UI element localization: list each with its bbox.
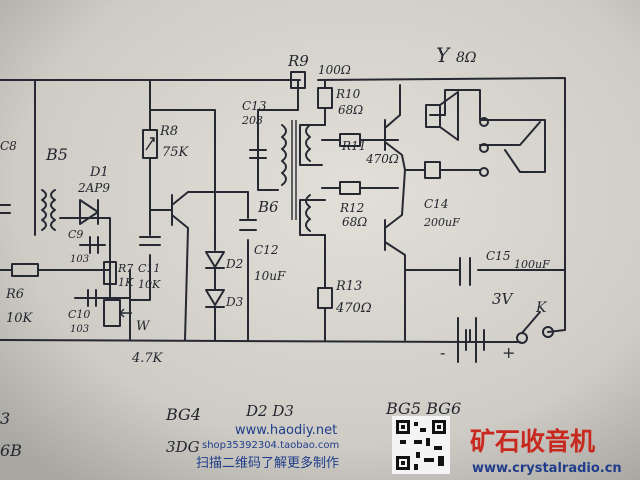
label-r10-value: 68Ω <box>338 103 363 117</box>
label-d1-value: 2AP9 <box>77 181 110 195</box>
resistor-r7 <box>103 261 117 285</box>
jack-contact <box>479 117 489 127</box>
label-c11-value: 10K <box>138 278 161 291</box>
label-c8: C8 <box>0 139 17 153</box>
label-r12: R12 <box>339 201 364 215</box>
watermark-brand-url: www.crystalradio.cn <box>472 461 622 476</box>
label-left-6b: 6B <box>0 441 22 460</box>
label-r7-value: 1K <box>118 276 134 289</box>
label-c13-value: 203 <box>241 114 263 127</box>
watermark-area: www.haodiy.net shop35392304.taobao.com 扫… <box>196 416 622 476</box>
label-r6-value: 10K <box>6 311 34 326</box>
capacitor-c12 <box>239 219 257 231</box>
resistor-r11 <box>339 133 361 147</box>
label-b6: B6 <box>257 198 279 216</box>
label-c11: C11 <box>138 262 160 275</box>
label-r13-value: 470Ω <box>335 301 372 316</box>
capacitor-c9 <box>89 236 99 254</box>
resistor-r12 <box>339 181 361 195</box>
label-d2: D2 <box>225 257 243 271</box>
label-r8: R8 <box>159 124 178 139</box>
label-minus: - <box>440 343 445 362</box>
watermark-brand: 矿石收音机 <box>470 427 595 456</box>
capacitor-c8 <box>0 204 11 214</box>
diode-d1 <box>79 199 99 225</box>
diode-d2 <box>205 251 225 269</box>
resistor-r6 <box>11 263 39 277</box>
label-d1: D1 <box>89 165 109 180</box>
watermark-scan-text: 扫描二维码了解更多制作 <box>196 455 339 471</box>
label-r6: R6 <box>5 287 24 302</box>
label-r7: R7 <box>117 262 133 275</box>
resistor-r13 <box>317 287 333 309</box>
component-labels: R9 100Ω R10 68Ω R11 470Ω R12 68Ω R13 470… <box>0 43 550 460</box>
capacitor-c11 <box>139 236 161 246</box>
label-battery: 3V <box>492 290 515 308</box>
resistor-r10 <box>317 87 333 109</box>
label-c15-value: 100uF <box>514 258 550 271</box>
label-d3: D3 <box>225 295 244 309</box>
speaker-y <box>425 104 441 128</box>
capacitor-c10 <box>87 289 97 307</box>
label-r9-value: 100Ω <box>318 63 351 77</box>
resistor-r9 <box>290 71 306 89</box>
label-c14-value: 200uF <box>423 216 460 229</box>
watermark-shop: shop35392304.taobao.com <box>202 440 339 451</box>
label-b5: B5 <box>45 145 68 164</box>
capacitor-c15 <box>459 257 471 286</box>
battery-3v <box>457 317 485 363</box>
label-speaker-value: 8Ω <box>456 50 477 66</box>
label-r13: R13 <box>335 279 362 294</box>
components <box>0 71 554 363</box>
label-bg4: BG4 <box>165 405 201 424</box>
label-plus: + <box>502 343 515 362</box>
label-r11-value: 470Ω <box>365 152 399 166</box>
label-r9: R9 <box>287 52 309 70</box>
diode-d3 <box>205 289 225 308</box>
label-left-3: 3 <box>0 409 10 428</box>
label-c9: C9 <box>68 228 83 241</box>
label-r10: R10 <box>335 87 361 101</box>
label-c15: C15 <box>486 249 510 263</box>
label-3dg: 3DG <box>166 438 200 456</box>
label-w: W <box>136 319 151 334</box>
resistor-r8 <box>142 129 158 159</box>
label-c10-value: 103 <box>70 324 89 335</box>
label-switch: K <box>535 300 548 316</box>
capacitor-c14 <box>424 161 441 179</box>
label-w-value: 4.7K <box>131 351 164 366</box>
qr-code-icon <box>392 416 450 474</box>
label-r11: R11 <box>341 139 366 153</box>
label-c14: C14 <box>424 197 448 211</box>
label-bg5-bg6: BG5 BG6 <box>385 399 461 418</box>
label-r12-value: 68Ω <box>342 215 367 229</box>
label-c10: C10 <box>68 308 90 321</box>
capacitor-c13 <box>249 149 267 159</box>
label-r8-value: 75K <box>162 145 190 160</box>
label-d2-d3: D2 D3 <box>245 402 294 420</box>
label-c9-value: 103 <box>70 254 89 265</box>
label-c13: C13 <box>242 99 267 113</box>
transformer-b5 <box>41 189 47 231</box>
transformer-b6 <box>281 124 287 186</box>
label-c12: C12 <box>254 243 278 257</box>
watermark-site: www.haodiy.net <box>235 423 337 438</box>
circuit-wires <box>0 77 566 343</box>
label-speaker: Y <box>436 43 451 67</box>
label-c12-value: 10uF <box>254 269 286 283</box>
